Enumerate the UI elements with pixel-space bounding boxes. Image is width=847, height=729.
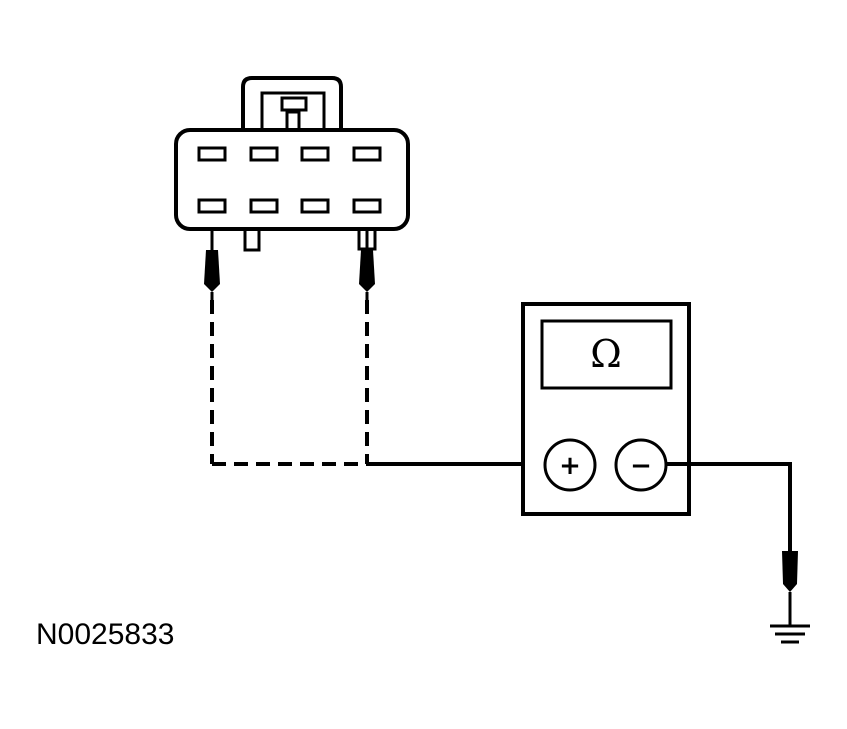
- positive-sign: +: [559, 451, 581, 481]
- meter-ohm-symbol: Ω: [590, 332, 622, 376]
- dashed-test-leads: [210, 300, 369, 466]
- connector-icon: [174, 76, 410, 252]
- figure-id-label: N0025833: [36, 618, 175, 651]
- ohmmeter-icon: Ω + −: [521, 302, 691, 516]
- positive-terminal: [543, 438, 597, 492]
- meter-display: [540, 319, 673, 390]
- negative-sign: −: [630, 451, 652, 481]
- negative-lead-wire: [666, 462, 792, 551]
- probe-icon: [782, 551, 798, 626]
- probe-icon: [359, 231, 375, 300]
- probe-icon: [204, 231, 220, 300]
- ground-symbol-icon: [770, 624, 810, 644]
